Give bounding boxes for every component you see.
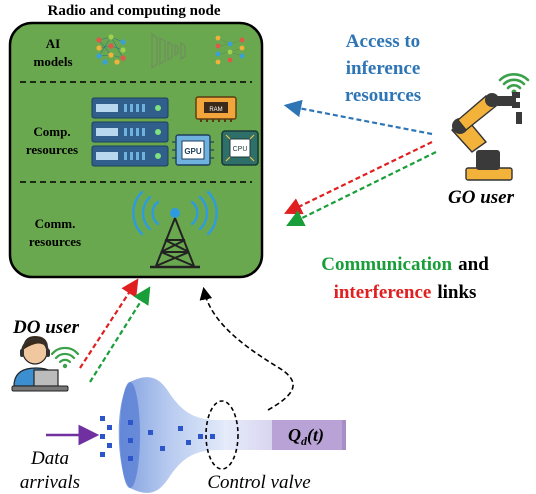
robot-arm-icon — [450, 73, 530, 181]
node-title: Radio and computing node — [48, 3, 221, 19]
gpu-icon: GPU — [172, 134, 214, 166]
server-rack-icon — [91, 97, 169, 167]
data-arrivals-label-line1: Data — [30, 448, 69, 469]
links-word: links — [437, 282, 476, 303]
cpu-icon: CPU — [221, 130, 259, 166]
control-feedback-arrow — [199, 286, 294, 411]
do-user-label: DO user — [12, 317, 80, 338]
cpu-label: CPU — [233, 146, 248, 153]
interference-word: interference — [334, 282, 432, 303]
queue-funnel — [118, 377, 346, 493]
do-communication-arrow — [89, 286, 151, 383]
ai-models-label-line2: models — [34, 54, 73, 69]
control-valve-label: Control valve — [207, 472, 310, 493]
access-text-line2: inference — [346, 58, 421, 79]
antenna-tower-icon — [132, 190, 218, 269]
access-text-line1: Access to — [346, 31, 420, 52]
go-interference-arrow — [284, 141, 433, 215]
laptop-user-icon — [11, 336, 80, 392]
control-valve-ellipse[interactable] — [205, 400, 239, 470]
do-interference-arrow — [79, 278, 139, 369]
and-word: and — [458, 254, 489, 275]
comm-resources-label-line1: Comm. — [35, 216, 76, 231]
ai-models-label-line1: AI — [46, 36, 60, 51]
go-user-label: GO user — [448, 187, 515, 208]
links-caption-line1: Communication and — [321, 254, 489, 275]
comm-resources-label-line2: resources — [29, 234, 81, 249]
go-communication-arrow — [286, 151, 437, 227]
communication-word: Communication — [321, 254, 452, 275]
neural-net-icon — [96, 34, 126, 65]
queue-buffer — [272, 420, 342, 450]
comp-resources-label-line1: Comp. — [33, 124, 70, 139]
ram-icon: RAM — [195, 96, 237, 122]
cnn-icon — [151, 32, 186, 70]
gpu-label: GPU — [184, 147, 202, 156]
ram-label: RAM — [209, 107, 222, 113]
data-arrivals-label-line2: arrivals — [20, 472, 80, 493]
data-packets — [100, 416, 215, 461]
queue-label: Qd(t) — [288, 425, 324, 448]
dense-network-icon — [215, 35, 245, 65]
access-arrow — [283, 99, 433, 136]
access-text-line3: resources — [345, 85, 421, 106]
comp-resources-label-line2: resources — [26, 142, 78, 157]
